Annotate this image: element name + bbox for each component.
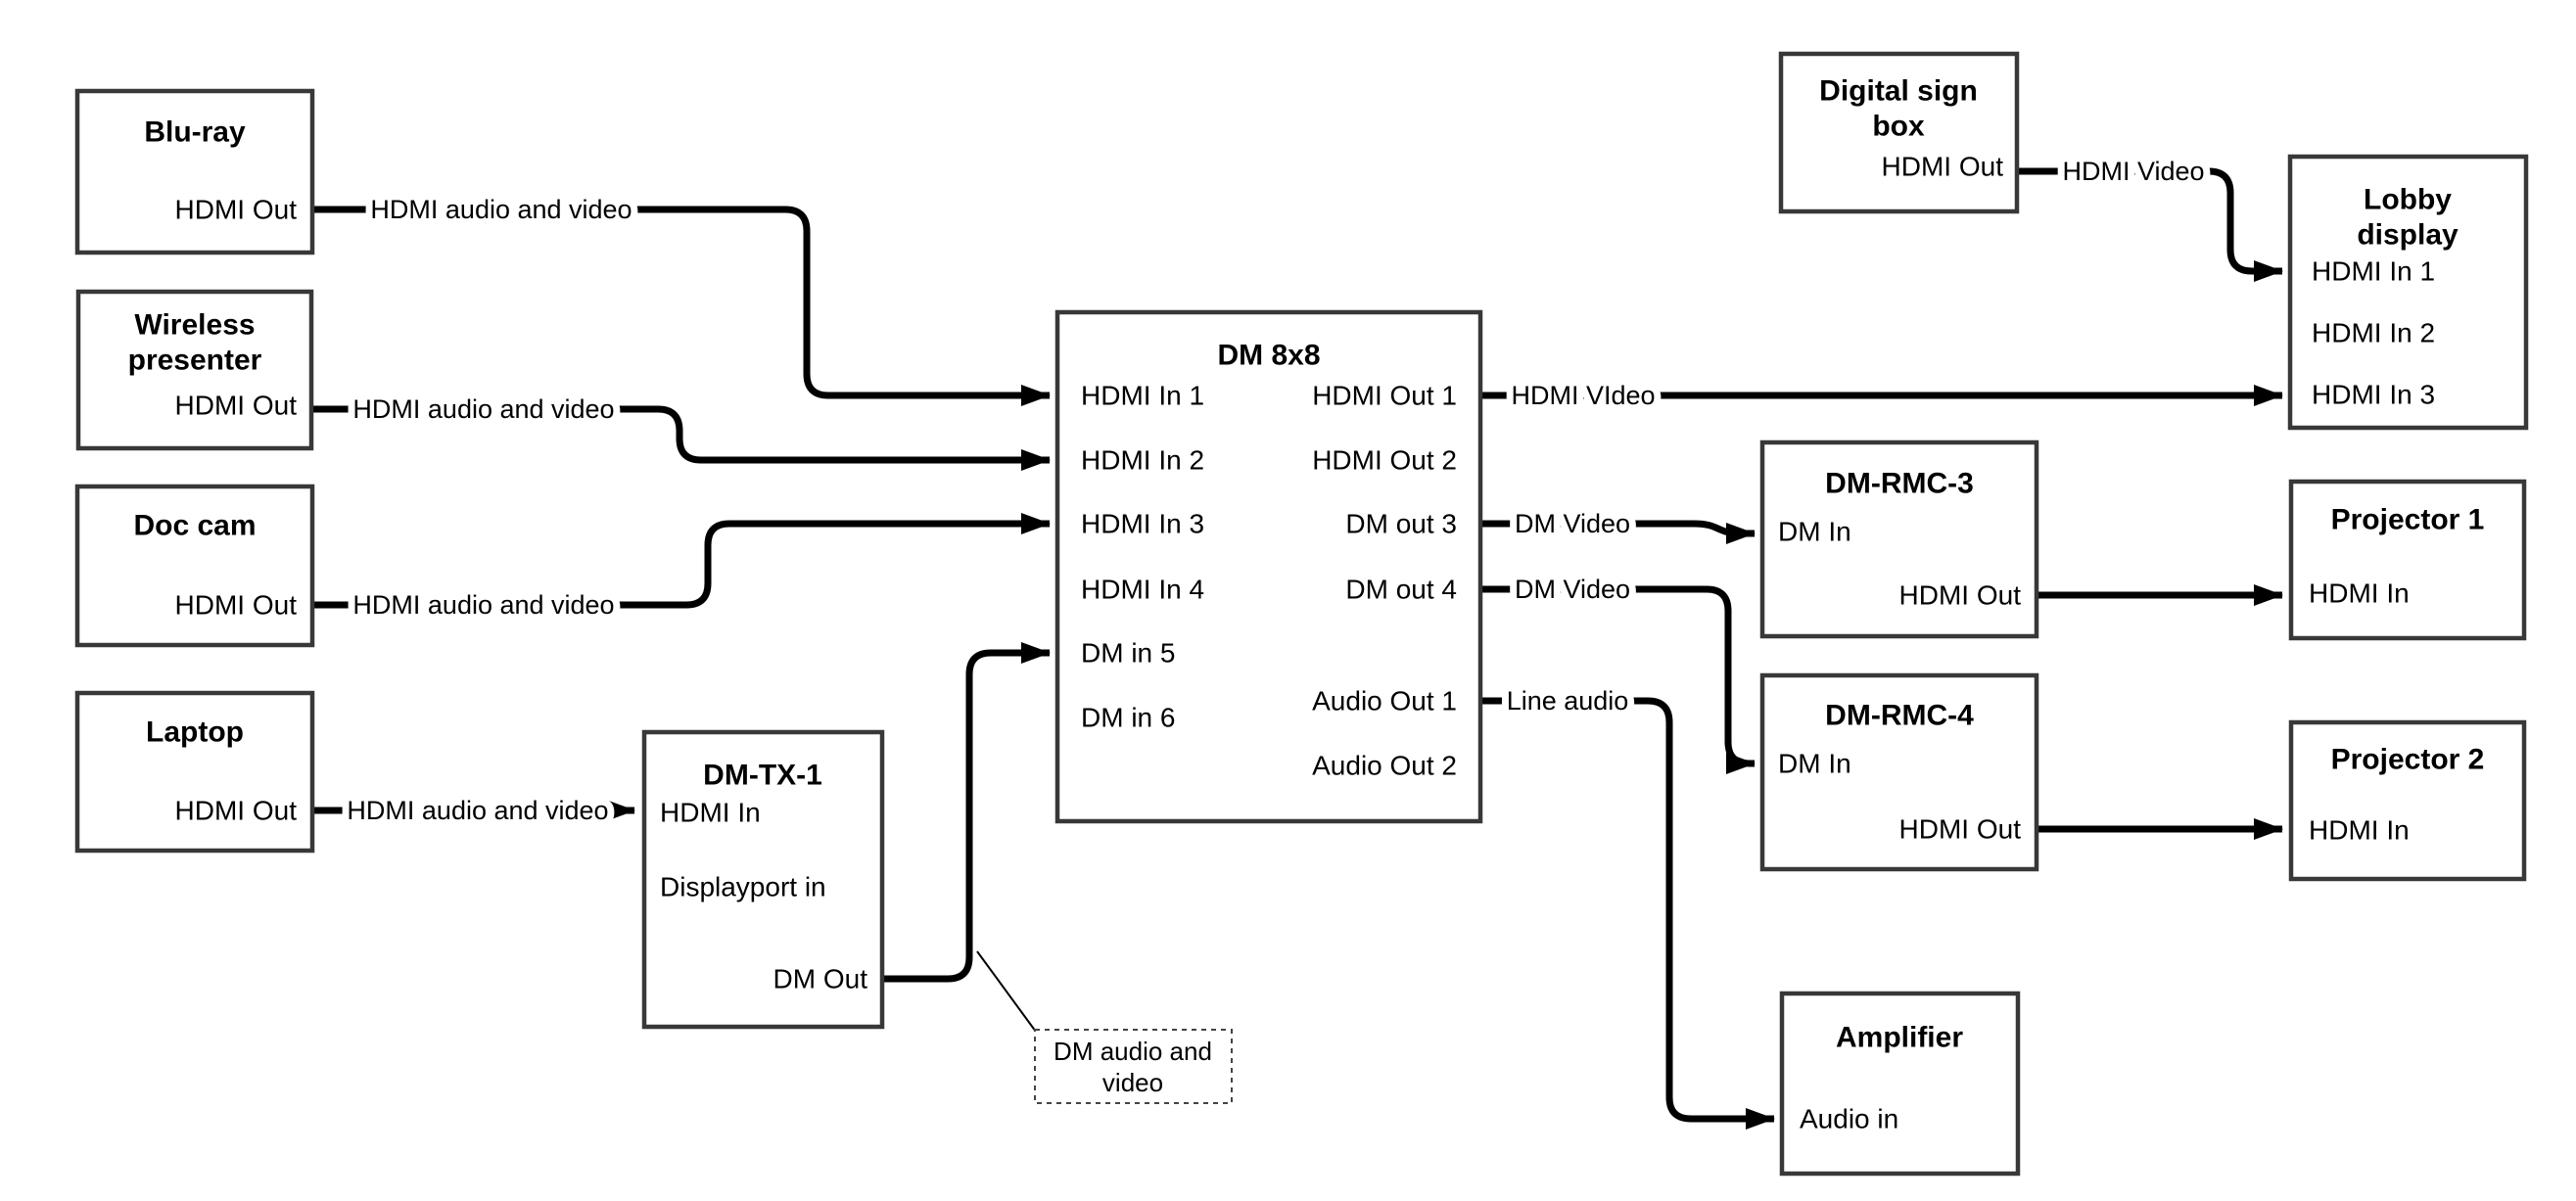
node-dm-rmc-3: DM-RMC-3 DM In HDMI Out xyxy=(1759,439,2039,639)
connectors xyxy=(312,167,2283,1130)
digital-sign-title-line2: box xyxy=(1872,111,1925,143)
projector-1-box xyxy=(2288,479,2527,641)
node-projector-2: Projector 2 HDMI In xyxy=(2288,719,2527,882)
digital-sign-box xyxy=(1778,51,2020,214)
amplifier-title: Amplifier xyxy=(1836,1022,1963,1054)
dm-tx-1-box xyxy=(641,729,885,1030)
wireless-presenter-port-hdmi-out: HDMI Out xyxy=(175,391,298,421)
node-laptop: Laptop HDMI Out xyxy=(74,690,315,854)
node-dm-8x8: DM 8x8 HDMI In 1 HDMI In 2 HDMI In 3 HDM… xyxy=(1054,309,1483,824)
wire-label-hdmi-video-out1: HDMI VIdeo xyxy=(1511,381,1655,410)
projector-2-port-hdmi-in: HDMI In xyxy=(2309,815,2410,846)
dm-rmc-4-port-dm-in: DM In xyxy=(1778,749,1851,779)
dm-8x8-port-dm-in-5: DM in 5 xyxy=(1081,638,1175,669)
laptop-title: Laptop xyxy=(146,716,244,749)
wire-label-laptop: HDMI audio and video xyxy=(347,796,608,825)
wire-label-bluray: HDMI audio and video xyxy=(370,195,632,224)
dm-8x8-port-dm-out-3: DM out 3 xyxy=(1345,509,1457,539)
dm-8x8-port-hdmi-in-1: HDMI In 1 xyxy=(1081,381,1204,411)
wireless-presenter-title-line2: presenter xyxy=(128,345,262,377)
wireless-presenter-title-line1: Wireless xyxy=(134,309,255,342)
node-projector-1: Projector 1 HDMI In xyxy=(2288,479,2527,641)
dm-8x8-port-hdmi-out-1: HDMI Out 1 xyxy=(1312,381,1457,411)
wire-labels: HDMI audio and video HDMI audio and vide… xyxy=(340,150,2211,832)
lobby-display-port-hdmi-in-2: HDMI In 2 xyxy=(2312,318,2435,348)
dm-tx-1-title: DM-TX-1 xyxy=(703,760,822,792)
wire-label-line-audio: Line audio xyxy=(1507,686,1629,716)
lobby-display-port-hdmi-in-3: HDMI In 3 xyxy=(2312,380,2435,410)
dm-tx-1-port-hdmi-in: HDMI In xyxy=(660,798,761,828)
dm-8x8-port-audio-out-1: Audio Out 1 xyxy=(1312,686,1457,716)
node-amplifier: Amplifier Audio in xyxy=(1779,991,2021,1177)
dm-rmc-4-title: DM-RMC-4 xyxy=(1825,700,1974,732)
bluray-title: Blu-ray xyxy=(144,116,246,149)
node-dm-rmc-4: DM-RMC-4 DM In HDMI Out xyxy=(1759,672,2039,872)
connector-wireless-to-dm8x8 xyxy=(312,405,1051,471)
connector-sign-to-lobby xyxy=(2017,167,2283,282)
dm-8x8-port-dm-in-6: DM in 6 xyxy=(1081,703,1175,733)
node-dm-tx-1: DM-TX-1 HDMI In Displayport in DM Out xyxy=(641,729,885,1030)
connector-audio-out1-to-amplifier xyxy=(1480,697,1775,1130)
dm-rmc-3-port-dm-in: DM In xyxy=(1778,517,1851,547)
wire-label-dm-video-out4: DM Video xyxy=(1515,575,1630,604)
amplifier-port-audio-in: Audio in xyxy=(1800,1104,1898,1134)
dm-rmc-3-port-hdmi-out: HDMI Out xyxy=(1899,580,2022,611)
dm-rmc-3-title: DM-RMC-3 xyxy=(1825,468,1974,500)
digital-sign-title-line1: Digital sign xyxy=(1819,75,1978,108)
doc-cam-box xyxy=(74,484,315,648)
dm-rmc-4-box xyxy=(1759,672,2039,872)
doc-cam-title: Doc cam xyxy=(133,510,256,542)
dm-rmc-4-port-hdmi-out: HDMI Out xyxy=(1899,814,2022,845)
wireless-presenter-box xyxy=(75,289,314,451)
wire-label-hdmi-video-sign: HDMI Video xyxy=(2062,157,2204,186)
annotation-text-line2: video xyxy=(1102,1068,1163,1097)
laptop-box xyxy=(74,690,315,854)
annotation-text-line1: DM audio and xyxy=(1054,1037,1212,1066)
wire-label-dm-video-out3: DM Video xyxy=(1515,509,1630,538)
connector-doccam-to-dm8x8 xyxy=(312,513,1051,609)
lobby-display-box xyxy=(2287,154,2529,431)
dm-8x8-port-audio-out-2: Audio Out 2 xyxy=(1312,751,1457,781)
node-digital-sign-box: Digital sign box HDMI Out xyxy=(1778,51,2020,214)
wire-label-wireless: HDMI audio and video xyxy=(352,394,614,424)
dm-8x8-port-hdmi-in-2: HDMI In 2 xyxy=(1081,445,1204,476)
connector-dm-out3-to-rmc3 xyxy=(1480,520,1756,544)
connector-dmtx1-to-dm8x8 xyxy=(882,642,1051,983)
dm-rmc-3-box xyxy=(1759,439,2039,639)
dm-8x8-port-dm-out-4: DM out 4 xyxy=(1345,575,1457,605)
annotation-dm-audio-video: DM audio and video xyxy=(976,950,1233,1104)
lobby-display-title-line2: display xyxy=(2357,219,2459,252)
projector-1-port-hdmi-in: HDMI In xyxy=(2309,578,2410,609)
annotation-box xyxy=(1034,1029,1233,1104)
dm-8x8-box xyxy=(1054,309,1483,824)
connector-dm-out4-to-rmc4 xyxy=(1480,585,1756,774)
bluray-box xyxy=(74,88,315,255)
lobby-display-title-line1: Lobby xyxy=(2364,184,2452,216)
laptop-port-hdmi-out: HDMI Out xyxy=(175,796,298,826)
node-lobby-display: Lobby display HDMI In 1 HDMI In 2 HDMI I… xyxy=(2287,154,2529,431)
dm-8x8-title: DM 8x8 xyxy=(1217,340,1320,372)
dm-tx-1-port-dm-out: DM Out xyxy=(773,964,868,994)
dm-8x8-port-hdmi-in-4: HDMI In 4 xyxy=(1081,575,1204,605)
doc-cam-port-hdmi-out: HDMI Out xyxy=(175,590,298,621)
projector-1-title: Projector 1 xyxy=(2331,504,2485,536)
dm-8x8-port-hdmi-out-2: HDMI Out 2 xyxy=(1312,445,1457,476)
lobby-display-port-hdmi-in-1: HDMI In 1 xyxy=(2312,256,2435,287)
dm-tx-1-port-displayport-in: Displayport in xyxy=(660,872,826,902)
dm-8x8-port-hdmi-in-3: HDMI In 3 xyxy=(1081,509,1204,539)
node-wireless-presenter: Wireless presenter HDMI Out xyxy=(75,289,314,451)
node-bluray: Blu-ray HDMI Out xyxy=(74,88,315,255)
node-doc-cam: Doc cam HDMI Out xyxy=(74,484,315,648)
digital-sign-port-hdmi-out: HDMI Out xyxy=(1882,152,2004,182)
bluray-port-hdmi-out: HDMI Out xyxy=(175,195,298,225)
projector-2-title: Projector 2 xyxy=(2331,744,2485,776)
annotation-leader-line xyxy=(976,950,1037,1033)
connector-bluray-to-dm8x8 xyxy=(312,206,1051,406)
amplifier-box xyxy=(1779,991,2021,1177)
wire-label-doccam: HDMI audio and video xyxy=(352,590,614,620)
projector-2-box xyxy=(2288,719,2527,882)
